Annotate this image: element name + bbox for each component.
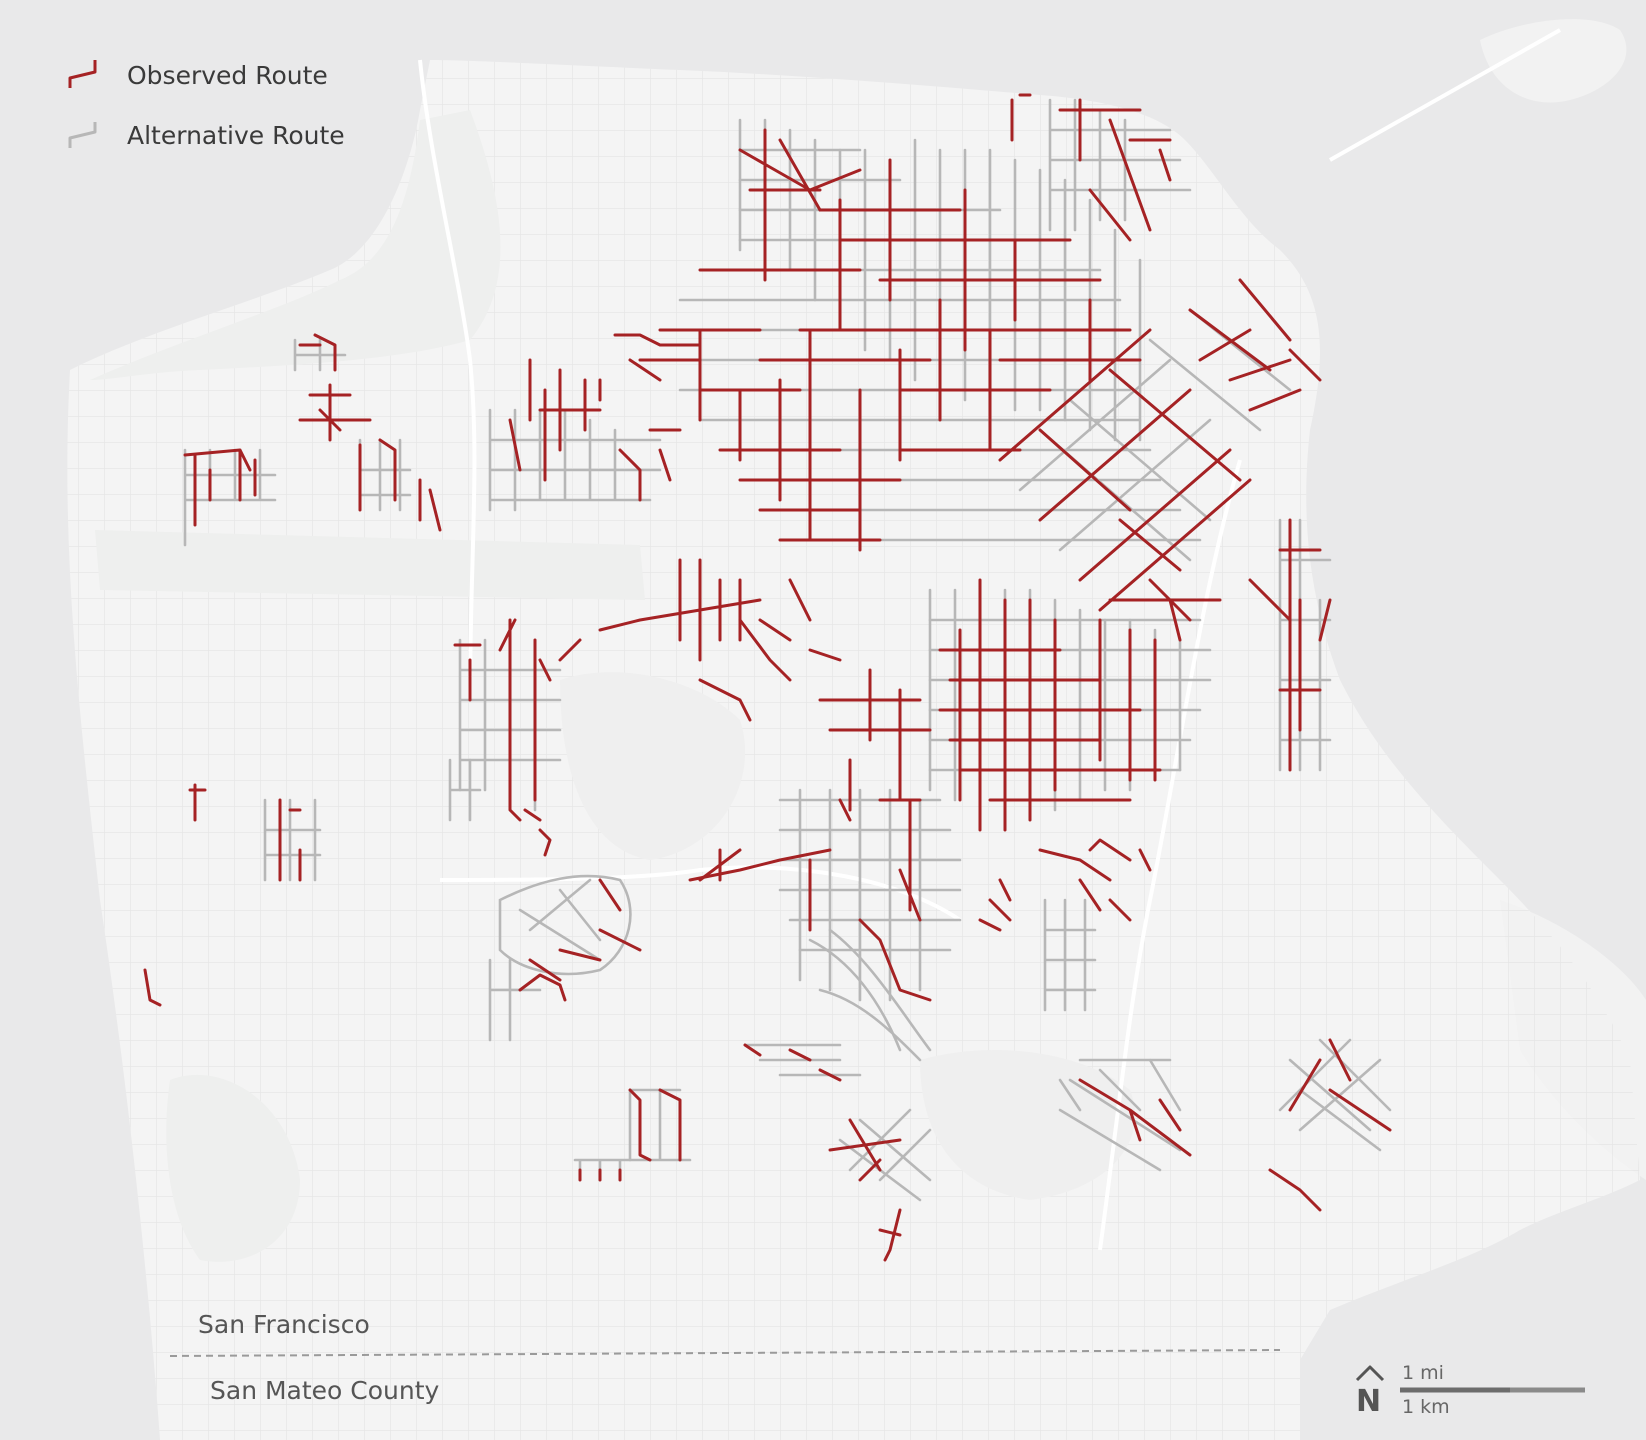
- scale-km-label: 1 km: [1402, 1396, 1450, 1418]
- north-arrow-letter: N: [1356, 1384, 1382, 1419]
- san-mateo-county-label: San Mateo County: [210, 1376, 440, 1405]
- legend-observed-label: Observed Route: [127, 61, 328, 90]
- treasure-island: [1480, 19, 1627, 103]
- alternative-route-icon: [68, 122, 97, 148]
- observed-route-icon: [68, 60, 97, 88]
- north-arrow-icon: [1355, 1365, 1385, 1382]
- san-francisco-label: San Francisco: [198, 1310, 370, 1339]
- county-boundary: [169, 1349, 1281, 1357]
- lake-merced-park: [166, 1074, 300, 1262]
- sutro-park: [560, 672, 746, 860]
- presidio-park: [90, 110, 501, 380]
- parks: [90, 110, 1136, 1262]
- scale-mi-label: 1 mi: [1402, 1362, 1444, 1384]
- golden-gate-park: [95, 530, 645, 600]
- legend-alternative-label: Alternative Route: [127, 121, 345, 150]
- observed-routes: [143, 93, 1392, 1262]
